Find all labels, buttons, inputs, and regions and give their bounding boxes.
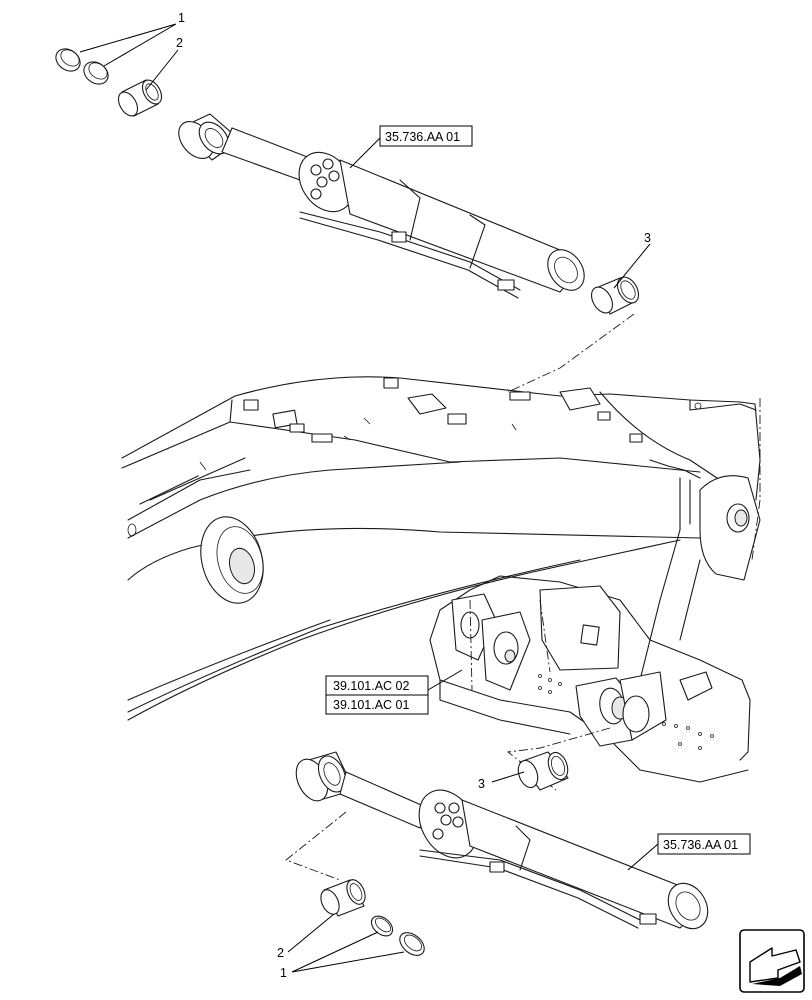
top-cylinder-assembly (55, 48, 640, 393)
bushing-bottom-right (517, 751, 569, 791)
bushing-top (117, 79, 163, 117)
reference-box-cylinder-top[interactable] (379, 125, 473, 147)
callout-1-top: 1 (178, 11, 185, 25)
base-frame (429, 575, 751, 783)
reference-label-boom-b[interactable]: 39.101.AC 01 (333, 698, 409, 712)
callout-3-top: 3 (644, 231, 651, 245)
reference-box-boom-b[interactable] (325, 694, 429, 715)
bushing-bottom (320, 879, 366, 917)
reference-label-cylinder-top[interactable]: 35.736.AA 01 (385, 130, 460, 144)
arrow-navigation-icon[interactable] (739, 929, 805, 993)
callout-3-bottom: 3 (478, 777, 485, 791)
bottom-cylinder-head (418, 789, 478, 859)
boom-structure (121, 376, 761, 783)
snap-ring-top-1 (55, 48, 81, 72)
bottom-cylinder-assembly (285, 727, 709, 956)
reference-box-cylinder-bottom[interactable] (657, 833, 751, 855)
bushing-top-right (590, 276, 640, 315)
snap-ring-bottom-1 (370, 915, 394, 937)
callout-2-bottom: 2 (277, 946, 284, 960)
snap-ring-bottom-2 (399, 932, 425, 956)
boom-foot-pin-boss (699, 475, 761, 581)
top-cylinder-head (298, 151, 354, 213)
bottom-cylinder-rod-eye (295, 751, 355, 802)
top-cylinder-barrel (339, 159, 570, 293)
boom-pivot-boss (200, 516, 264, 604)
callout-1-bottom: 1 (280, 966, 287, 980)
callouts: 1 2 3 3 2 1 35.736.AA 01 39.101.AC 02 39… (79, 11, 751, 980)
reference-label-boom-a[interactable]: 39.101.AC 02 (333, 679, 409, 693)
reference-label-cylinder-bottom[interactable]: 35.736.AA 01 (663, 838, 738, 852)
snap-ring-top-2 (83, 61, 109, 85)
callout-2-top: 2 (176, 36, 183, 50)
